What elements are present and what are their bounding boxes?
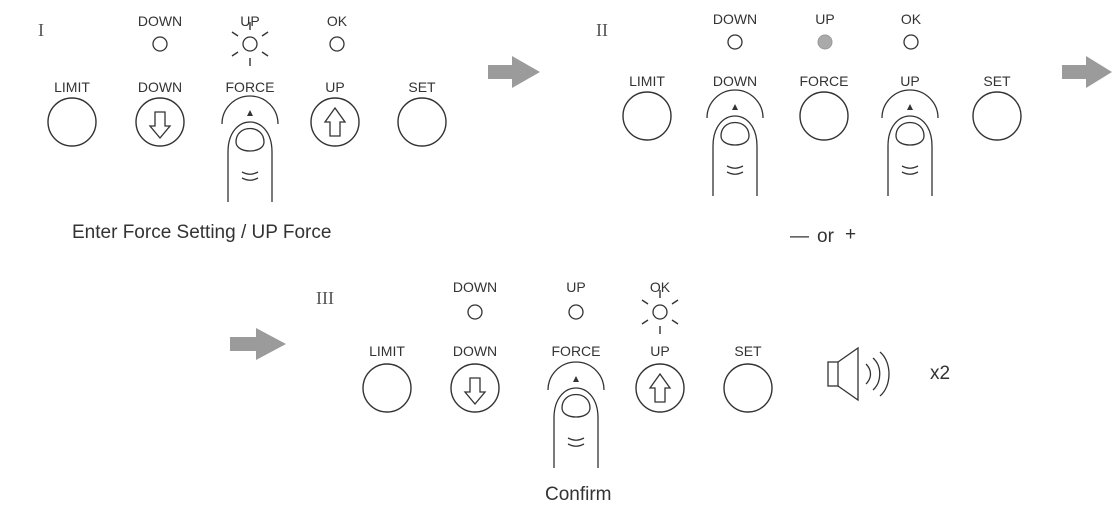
btn-force-label: FORCE: [552, 343, 601, 359]
next-arrow-icon: [1062, 56, 1112, 88]
or-label: or: [817, 226, 835, 247]
btn-limit-label: LIMIT: [629, 73, 665, 89]
step-2: II DOWN UP OK LIMIT DOWN FORCE UP SET — …: [596, 11, 1022, 247]
btn-up-label: UP: [325, 79, 344, 95]
speaker-icon: [827, 346, 890, 402]
beep-count: x2: [930, 363, 950, 384]
step-1-caption: Enter Force Setting / UP Force: [72, 222, 331, 243]
down-arrow-icon: [148, 111, 172, 140]
led-up-on: [817, 34, 833, 50]
next-arrow-icon: [488, 56, 540, 88]
down-button[interactable]: [450, 363, 500, 413]
btn-set-label: SET: [734, 343, 762, 359]
btn-down-label: DOWN: [138, 79, 182, 95]
up-button[interactable]: [635, 363, 685, 413]
set-button[interactable]: [972, 91, 1022, 141]
set-button[interactable]: [723, 363, 773, 413]
btn-set-label: SET: [408, 79, 436, 95]
led-up: [568, 304, 584, 320]
step-1-roman: I: [38, 20, 44, 40]
btn-down-label: DOWN: [713, 73, 757, 89]
step-3-roman: III: [316, 288, 334, 308]
step-3-caption: Confirm: [545, 484, 612, 505]
set-button[interactable]: [397, 97, 447, 147]
btn-force-label: FORCE: [800, 73, 849, 89]
led-down: [152, 36, 168, 52]
btn-limit-label: LIMIT: [54, 79, 90, 95]
down-arrow-icon: [463, 377, 487, 406]
led-up-label: UP: [240, 13, 259, 29]
plus-label: +: [845, 224, 856, 245]
led-down: [467, 304, 483, 320]
led-up-lit: [242, 36, 258, 52]
finger-press-icon: [547, 361, 605, 469]
led-ok-label: OK: [650, 279, 671, 295]
finger-press-icon: [221, 95, 279, 203]
minus-label: —: [790, 226, 809, 247]
limit-button[interactable]: [362, 363, 412, 413]
step-3: III DOWN UP OK LIMIT DOWN FORCE UP SET x…: [316, 279, 950, 505]
next-arrow-icon: [230, 328, 286, 360]
finger-press-plus-icon: [881, 89, 939, 197]
up-arrow-icon: [323, 106, 347, 137]
led-ok: [903, 34, 919, 50]
led-ok-label: OK: [901, 11, 922, 27]
led-down-label: DOWN: [138, 13, 182, 29]
led-down-label: DOWN: [713, 11, 757, 27]
limit-button[interactable]: [622, 91, 672, 141]
led-ok-label: OK: [327, 13, 348, 29]
led-down: [727, 34, 743, 50]
btn-up-label: UP: [650, 343, 669, 359]
led-ok: [329, 36, 345, 52]
step-2-roman: II: [596, 20, 608, 40]
led-ok-lit: [652, 304, 668, 320]
btn-up-label: UP: [900, 73, 919, 89]
led-up-label: UP: [566, 279, 585, 295]
led-down-label: DOWN: [453, 279, 497, 295]
limit-button[interactable]: [47, 97, 97, 147]
step-1: I DOWN UP OK LIMIT DOWN FORCE UP SET Ent…: [38, 13, 447, 243]
led-up-label: UP: [815, 11, 834, 27]
btn-set-label: SET: [983, 73, 1011, 89]
up-arrow-icon: [648, 372, 672, 403]
up-button[interactable]: [310, 97, 360, 147]
finger-press-minus-icon: [706, 89, 764, 197]
btn-limit-label: LIMIT: [369, 343, 405, 359]
btn-force-label: FORCE: [226, 79, 275, 95]
btn-down-label: DOWN: [453, 343, 497, 359]
down-button[interactable]: [135, 97, 185, 147]
force-button[interactable]: [799, 91, 849, 141]
